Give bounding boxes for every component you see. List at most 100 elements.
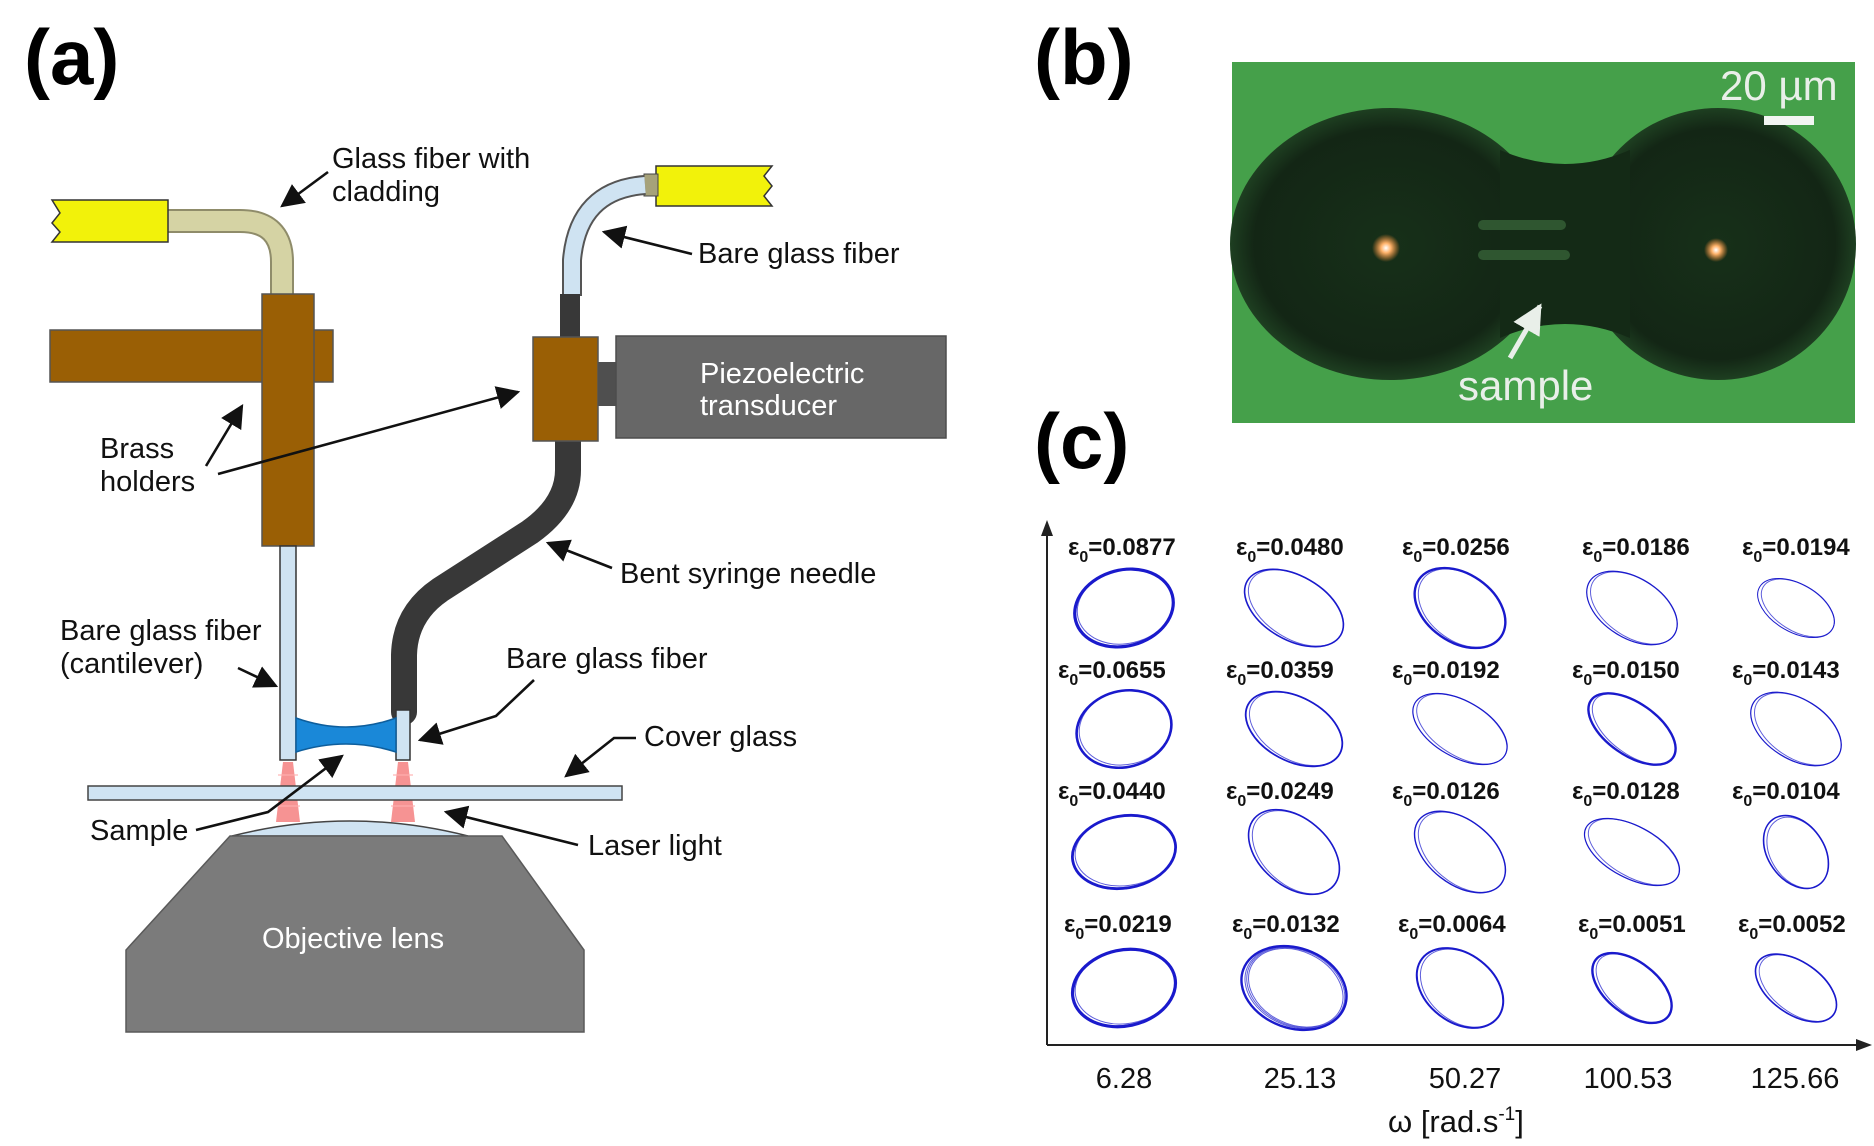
- loops-panel: 6.28 25.13 50.27 100.53 125.66 ω [rad.s-…: [1041, 520, 1872, 1139]
- label-sample: Sample: [90, 815, 188, 847]
- panel-label-a: (a): [24, 13, 119, 101]
- loop-ellipse: [1413, 810, 1507, 894]
- x-axis-arrowhead: [1856, 1039, 1872, 1051]
- loop-ellipse: [1754, 953, 1838, 1023]
- loop-ellipse: [1074, 948, 1176, 1025]
- loop-ellipse: [1078, 689, 1172, 766]
- loop-ellipse: [1244, 946, 1348, 1030]
- right-fiber-connector: [655, 165, 774, 207]
- strain-label: ε0=0.0128: [1572, 778, 1680, 810]
- loop-ellipse: [1758, 954, 1837, 1022]
- loop-ellipse: [1244, 690, 1344, 768]
- x-tick-label: 6.28: [1096, 1063, 1152, 1095]
- brass-holder-right: [532, 336, 599, 442]
- loop-ellipse: [1071, 814, 1177, 890]
- objective-lens-label: Objective lens: [262, 923, 444, 955]
- fiber-tip-spot-left: [1372, 234, 1400, 262]
- loop-ellipse: [1766, 816, 1829, 889]
- strain-label: ε0=0.0249: [1226, 778, 1334, 810]
- loop-ellipse: [1073, 567, 1175, 649]
- transducer-label-line2: transducer: [700, 390, 837, 422]
- label-brass-holders-1: Brass: [100, 433, 174, 465]
- strain-label: ε0=0.0192: [1392, 657, 1500, 689]
- x-tick-label: 125.66: [1751, 1063, 1840, 1095]
- loop-ellipse: [1076, 568, 1174, 645]
- transducer-label-line1: Piezoelectric: [700, 358, 864, 390]
- lens-dome: [231, 820, 469, 837]
- loop-ellipse: [1248, 691, 1343, 767]
- strain-label: ε0=0.0143: [1732, 657, 1840, 689]
- loop-ellipse: [1075, 688, 1173, 770]
- loop-ellipse: [1251, 810, 1340, 895]
- loop-ellipse: [1419, 948, 1504, 1028]
- strain-label: ε0=0.0480: [1236, 534, 1344, 566]
- loop-ellipse: [1760, 578, 1835, 638]
- bent-syringe-needle: [391, 387, 581, 725]
- loop-ellipse: [1591, 951, 1673, 1025]
- loop-ellipse: [1589, 571, 1678, 645]
- piezoelectric-transducer: [615, 335, 947, 439]
- setup-diagram: Piezoelectric transducer Objective lens …: [49, 143, 947, 1033]
- loop-ellipse: [1587, 818, 1680, 886]
- loop-ellipse: [1762, 814, 1830, 890]
- strain-label: ε0=0.0104: [1732, 778, 1840, 810]
- strain-label: ε0=0.0440: [1058, 778, 1166, 810]
- bare-fiber-right: [395, 709, 411, 761]
- label-laser-light: Laser light: [588, 830, 722, 862]
- x-axis-title: ω [rad.s-1]: [1388, 1104, 1524, 1139]
- panel-label-b: (b): [1034, 13, 1134, 101]
- x-tick-label: 50.27: [1429, 1063, 1502, 1095]
- strain-label: ε0=0.0655: [1058, 657, 1166, 689]
- label-glass-fiber-cladding-2: cladding: [332, 176, 440, 208]
- label-cover-glass: Cover glass: [644, 721, 797, 753]
- label-glass-fiber-cladding-1: Glass fiber with: [332, 143, 530, 175]
- loop-ellipse: [1247, 808, 1341, 896]
- strain-label: ε0=0.0051: [1578, 911, 1686, 943]
- strain-label: ε0=0.0877: [1068, 534, 1176, 566]
- loops-layer: [1070, 566, 1842, 1032]
- label-bare-glass-fiber-cantilever-2: (cantilever): [60, 648, 203, 680]
- label-bare-glass-fiber-cantilever-1: Bare glass fiber: [60, 615, 262, 647]
- y-axis-arrowhead: [1041, 520, 1053, 536]
- cover-glass: [87, 785, 623, 801]
- loop-ellipse: [1417, 568, 1506, 648]
- strain-label: ε0=0.0256: [1402, 534, 1510, 566]
- label-bent-syringe-needle: Bent syringe needle: [620, 558, 876, 590]
- left-fiber-connector: [50, 199, 169, 243]
- strain-label: ε0=0.0052: [1738, 911, 1846, 943]
- objective-lens: [125, 835, 585, 1033]
- micrograph-sample-label: sample: [1458, 362, 1593, 409]
- cantilever-fiber: [279, 545, 297, 761]
- sample-bridge: [295, 716, 397, 754]
- loop-ellipse: [1246, 947, 1346, 1029]
- micrograph: 20 µm sample: [1230, 62, 1856, 423]
- loop-ellipse: [1753, 692, 1842, 766]
- fiber-tip-spot-right: [1704, 238, 1728, 262]
- loop-ellipse: [1417, 811, 1506, 893]
- label-bare-glass-fiber-top: Bare glass fiber: [698, 238, 900, 270]
- scale-bar-label: 20 µm: [1720, 62, 1838, 109]
- scale-bar: [1764, 116, 1814, 125]
- strain-label: ε0=0.0359: [1226, 657, 1334, 689]
- brass-holder-vertical: [261, 293, 315, 547]
- loop-ellipse: [1595, 953, 1672, 1024]
- loop-ellipse: [1587, 692, 1677, 766]
- loop-ellipse: [1070, 947, 1178, 1029]
- label-brass-holders-2: holders: [100, 466, 195, 498]
- sample-neck: [1500, 150, 1630, 338]
- loop-ellipse: [1583, 817, 1681, 887]
- label-bare-glass-fiber-right: Bare glass fiber: [506, 643, 708, 675]
- strain-label: ε0=0.0132: [1232, 911, 1340, 943]
- loop-ellipse: [1247, 569, 1344, 647]
- strain-label: ε0=0.0064: [1398, 911, 1506, 943]
- loop-ellipse: [1248, 948, 1344, 1028]
- strain-label: ε0=0.0186: [1582, 534, 1690, 566]
- strain-label: ε0=0.0126: [1392, 778, 1500, 810]
- strain-label: ε0=0.0219: [1064, 911, 1172, 943]
- loop-ellipse: [1416, 693, 1508, 765]
- strain-label: ε0=0.0194: [1742, 534, 1850, 566]
- loop-ellipse: [1412, 692, 1508, 766]
- loop-ellipse: [1074, 815, 1177, 887]
- loop-ellipse: [1591, 693, 1676, 765]
